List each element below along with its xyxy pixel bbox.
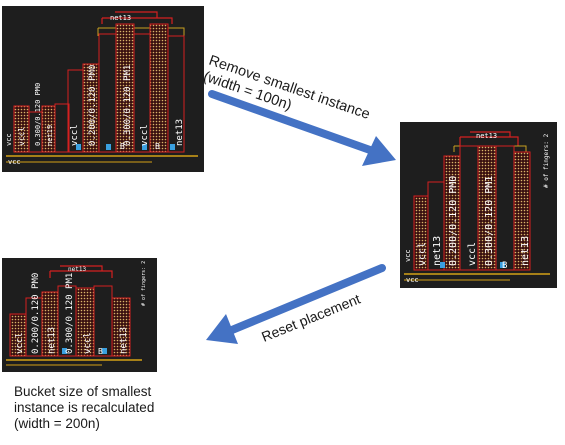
before-label-3: 0.300/0.120 PM0 (34, 83, 42, 146)
after-label-7: net13 (520, 236, 531, 266)
after-label-0: vcc (404, 249, 412, 262)
before-label-4: vccl (70, 124, 80, 146)
after-label-6: B (502, 261, 507, 271)
after-net-top-label: net13 (476, 132, 497, 140)
bottom-note-line2: instance is recalculated (14, 400, 155, 415)
reset-label-4: vccl (83, 332, 93, 354)
reset-label-3: 0.300/0.120 PM1 (65, 273, 75, 354)
before-label-2: net19 (46, 125, 54, 146)
bottom-note-line1: Bucket size of smallest (14, 384, 152, 399)
before-label-7: vccl (140, 124, 150, 146)
reset-label-2: net13 (47, 327, 57, 354)
before-label-1: vccl (17, 127, 26, 146)
layout-reset-panel: net13 # of fingers: 2 vccl 0.200/0.120 P… (2, 258, 157, 372)
before-label-8: B (120, 142, 125, 151)
step1-caption: Remove smallest instance (width = 100n) (201, 53, 372, 123)
after-rail-label: vcc (406, 276, 419, 284)
after-label-4: 0.300/0.120 PM1 (484, 176, 495, 266)
before-label-0: vcc (5, 133, 13, 146)
after-label-3: 0.200/0.120 PM0 (448, 176, 459, 266)
before-label-5: 0.200/0.120 PM0 (88, 65, 98, 146)
layout-before-panel: net13 vcc vcc vccl net19 0.300/0.120 PM0… (2, 6, 204, 172)
step1-caption-line2: (width = 100n) (201, 69, 293, 114)
step2-caption-text: Reset placement (259, 291, 363, 345)
after-side-label: # of fingers: 2 (543, 133, 550, 188)
layout-after-removal-drawing: net13 # of fingers: 2 vcc vcc vccl net13… (404, 131, 550, 284)
layout-after-removal-panel: net13 # of fingers: 2 vcc vcc vccl net13… (400, 122, 557, 288)
after-label-5: vccl (467, 242, 478, 266)
bottom-note-line3: (width = 200n) (14, 416, 100, 431)
before-label-9: net13 (175, 119, 185, 146)
remove-arrow (208, 90, 396, 166)
reset-label-5: B (98, 347, 103, 356)
step1-caption-line1: Remove smallest instance (207, 53, 372, 123)
before-label-10: B (155, 142, 160, 151)
bottom-note: Bucket size of smallest instance is reca… (14, 384, 154, 432)
after-label-2: net13 (432, 236, 443, 266)
reset-label-6: net13 (119, 327, 129, 354)
reset-label-0: vccl (15, 332, 25, 354)
before-label-6: 0.300/0.120 PM1 (123, 65, 133, 146)
reset-side-label: # of fingers: 2 (141, 261, 147, 306)
layout-reset-drawing: net13 # of fingers: 2 vccl 0.200/0.120 P… (6, 261, 147, 366)
step2-caption: Reset placement (259, 291, 363, 345)
reset-label-1: 0.200/0.120 PM0 (31, 273, 41, 354)
before-net-top-label: net13 (110, 14, 131, 22)
layout-before-drawing: net13 vcc vcc vccl net19 0.300/0.120 PM0… (5, 11, 198, 166)
reset-arrow (206, 264, 386, 344)
before-rail-label: vcc (8, 158, 21, 166)
after-label-1: vccl (417, 242, 428, 266)
reset-net-top-label: net13 (68, 266, 86, 273)
